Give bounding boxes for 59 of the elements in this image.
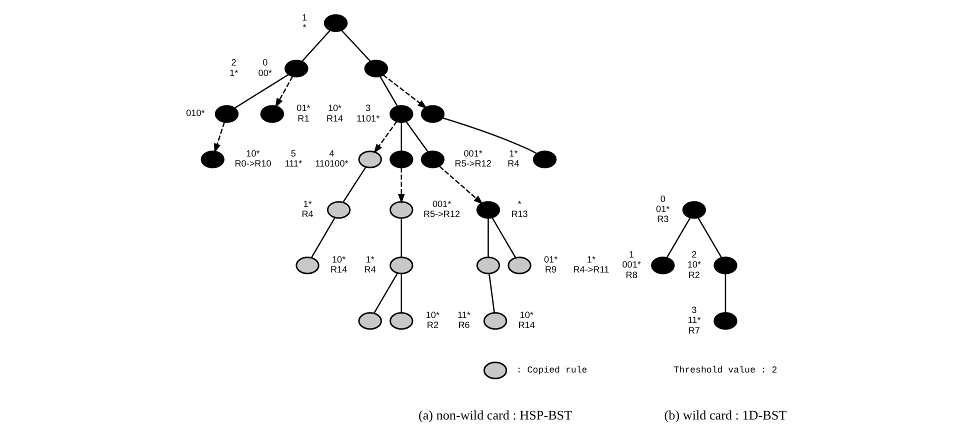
node-label: 1 bbox=[628, 249, 634, 260]
node-label: R2 bbox=[426, 320, 438, 330]
node-label: 10* bbox=[327, 102, 342, 113]
node-label: 1* bbox=[586, 254, 595, 264]
node-label: 1* bbox=[302, 198, 312, 209]
node-label: : Copied rule bbox=[516, 364, 587, 376]
node-label: R9 bbox=[544, 264, 556, 274]
node-label: 001* bbox=[622, 259, 640, 270]
node-label: 3 bbox=[365, 102, 370, 113]
node-label: 1* bbox=[508, 148, 518, 158]
node-label: * bbox=[302, 22, 306, 32]
node-label: R5->R12 bbox=[454, 158, 491, 168]
node-label: 2 bbox=[230, 57, 236, 68]
node-label: R3 bbox=[656, 214, 668, 224]
node-label: R13 bbox=[510, 208, 528, 219]
node-label: 1 bbox=[301, 12, 307, 22]
node-label: 01* bbox=[296, 102, 310, 113]
node-label: 10* bbox=[425, 310, 440, 320]
node-label: 1* bbox=[229, 67, 238, 78]
node-label: 010* bbox=[186, 108, 204, 118]
node-label: R7 bbox=[688, 324, 700, 335]
node-label: 11* bbox=[457, 310, 470, 320]
node-label: 1* bbox=[365, 254, 374, 264]
node-label: 01* bbox=[656, 204, 670, 214]
node-label: R1 bbox=[297, 112, 309, 123]
node-label: 10* bbox=[686, 259, 700, 270]
node-label: R5->R12 bbox=[422, 208, 460, 219]
node-label: R14 bbox=[518, 320, 534, 330]
label: (a) non-wild card : HSP-BST bbox=[418, 406, 572, 422]
node-label: 4 bbox=[328, 148, 334, 158]
node-label: 110100* bbox=[314, 158, 348, 168]
node-label: R2 bbox=[688, 269, 700, 280]
node-label: R4 bbox=[364, 264, 376, 274]
node-label: 5 bbox=[290, 148, 296, 158]
node-label: * bbox=[517, 198, 521, 209]
node-label: 111* bbox=[284, 158, 302, 168]
node-label: 2 bbox=[691, 249, 696, 260]
node-label: 10* bbox=[246, 148, 260, 158]
node-label: 1101* bbox=[356, 112, 380, 123]
node-label: 001* bbox=[432, 198, 451, 209]
node-label: 3 bbox=[691, 304, 696, 315]
label: Threshold value : 2 bbox=[673, 364, 777, 376]
node-label: R14 bbox=[326, 112, 343, 123]
node-label: R0->R10 bbox=[234, 158, 271, 168]
node-label: R8 bbox=[625, 269, 637, 280]
node-label: R4 bbox=[507, 158, 519, 168]
node-label: 0 bbox=[660, 194, 665, 204]
node-label: 10* bbox=[331, 254, 346, 264]
node-label: 001* bbox=[463, 148, 482, 158]
node-label: R4 bbox=[301, 208, 313, 219]
node-label: 10* bbox=[519, 310, 533, 320]
node-label: R14 bbox=[330, 264, 347, 274]
node-label: R4->R11 bbox=[572, 264, 609, 274]
node-label: 00* bbox=[258, 67, 272, 78]
node-label: 11* bbox=[687, 314, 700, 325]
node-label: 0 bbox=[262, 57, 268, 68]
node-label: 01* bbox=[544, 254, 558, 264]
node-label: R6 bbox=[458, 320, 470, 330]
label: (b) wild card : 1D-BST bbox=[664, 406, 786, 422]
